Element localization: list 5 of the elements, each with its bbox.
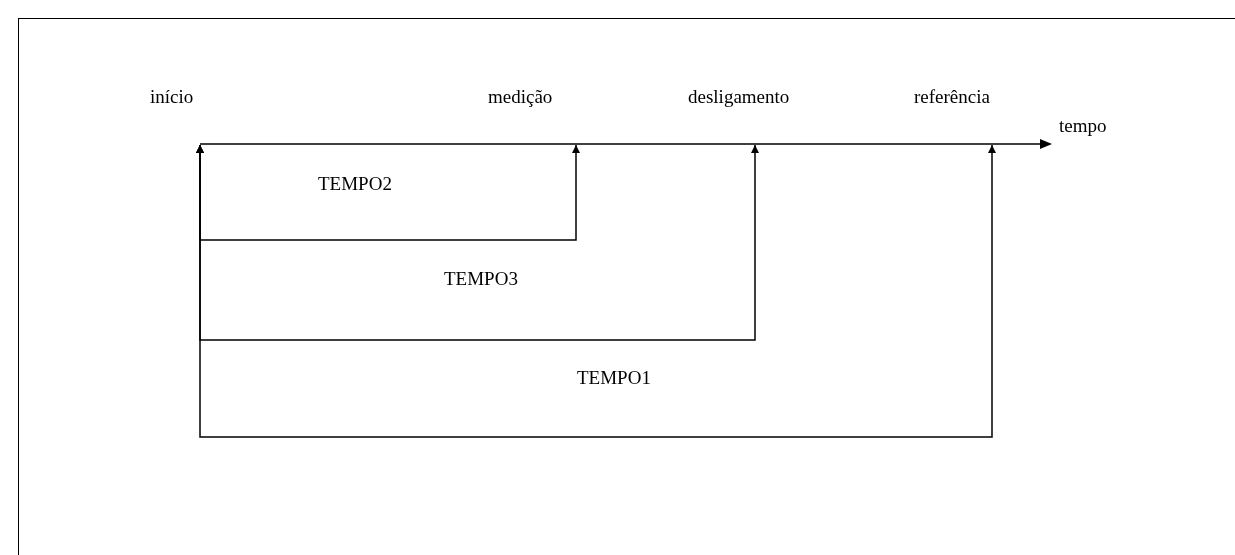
time-point-label: desligamento <box>688 86 790 107</box>
time-point-label: início <box>150 86 194 107</box>
time-point-label: referência <box>914 86 990 107</box>
time-point-label: medição <box>488 86 553 107</box>
interval-bracket-arrow <box>196 144 996 438</box>
